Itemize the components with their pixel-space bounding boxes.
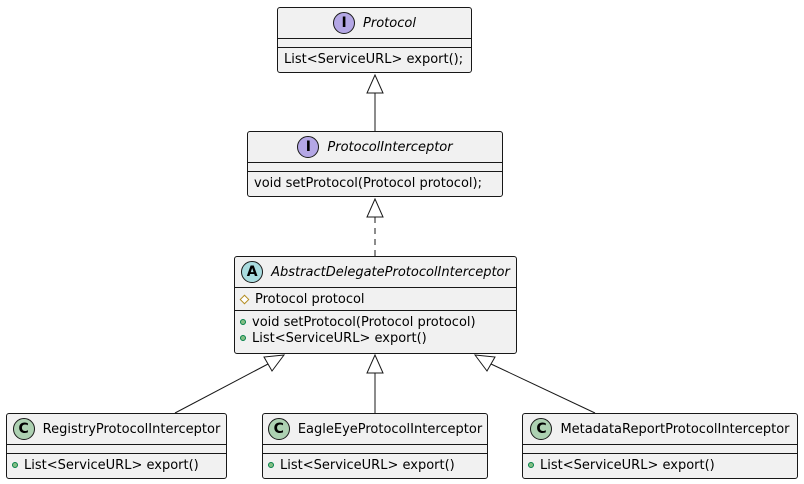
generalization-arrowhead <box>366 73 384 94</box>
generalization-arrowhead <box>366 353 384 374</box>
interface-icon: I <box>297 136 320 158</box>
method: List<ServiceURL> export() <box>12 457 221 473</box>
fields-section: Protocol protocol <box>235 287 516 310</box>
fields-section <box>523 444 797 453</box>
class-eagleeyeprotocolinterceptor[interactable]: C EagleEyeProtocolInterceptor List<Servi… <box>262 413 488 479</box>
generalization-arrowhead <box>473 354 496 372</box>
fields-section <box>7 444 226 453</box>
method: void setProtocol(Protocol protocol) <box>240 314 511 330</box>
fields-section <box>248 162 502 171</box>
public-visibility-icon <box>240 335 246 341</box>
class-registryprotocolinterceptor[interactable]: C RegistryProtocolInterceptor List<Servi… <box>6 413 227 479</box>
methods-section: List<ServiceURL> export(); <box>278 47 471 70</box>
class-header: C EagleEyeProtocolInterceptor <box>263 414 487 444</box>
class-name: EagleEyeProtocolInterceptor <box>297 421 483 437</box>
methods-section: void setProtocol(Protocol protocol); <box>248 171 502 194</box>
method: List<ServiceURL> export() <box>268 457 482 473</box>
class-icon: C <box>530 418 553 440</box>
class-header: C MetadataReportProtocolInterceptor <box>523 414 797 444</box>
class-name: Protocol <box>363 15 416 31</box>
methods-section: List<ServiceURL> export() <box>263 453 487 476</box>
class-header: C RegistryProtocolInterceptor <box>7 414 226 444</box>
class-icon: C <box>12 418 35 440</box>
class-icon: C <box>267 418 290 440</box>
protected-visibility-icon <box>239 294 250 304</box>
abstract-class-icon: A <box>241 261 264 283</box>
method: List<ServiceURL> export() <box>240 330 511 346</box>
methods-section: List<ServiceURL> export() <box>523 453 797 476</box>
method: void setProtocol(Protocol protocol); <box>254 175 482 191</box>
public-visibility-icon <box>12 462 18 468</box>
relation-metadata-extends-abstract <box>490 363 596 414</box>
relation-registry-extends-abstract <box>174 363 269 414</box>
class-name: RegistryProtocolInterceptor <box>42 421 221 437</box>
method: List<ServiceURL> export() <box>528 457 792 473</box>
field: Protocol protocol <box>239 291 511 307</box>
interface-icon: I <box>333 12 356 34</box>
public-visibility-icon <box>528 462 534 468</box>
class-protocol[interactable]: I Protocol List<ServiceURL> export(); <box>277 7 472 73</box>
fields-section <box>263 444 487 453</box>
generalization-arrowhead <box>263 354 286 372</box>
class-name: ProtocolInterceptor <box>327 139 453 155</box>
class-header: I Protocol <box>278 8 471 38</box>
method: List<ServiceURL> export(); <box>284 51 464 67</box>
class-name: AbstractDelegateProtocolInterceptor <box>271 264 510 280</box>
class-name: MetadataReportProtocolInterceptor <box>560 421 790 437</box>
class-metadatareportprotocolinterceptor[interactable]: C MetadataReportProtocolInterceptor List… <box>522 413 798 479</box>
realization-arrowhead <box>366 197 384 218</box>
class-header: A AbstractDelegateProtocolInterceptor <box>235 257 516 287</box>
public-visibility-icon <box>268 462 274 468</box>
class-header: I ProtocolInterceptor <box>248 132 502 162</box>
methods-section: void setProtocol(Protocol protocol) List… <box>235 310 516 349</box>
fields-section <box>278 38 471 47</box>
methods-section: List<ServiceURL> export() <box>7 453 226 476</box>
class-abstractdelegateprotocolinterceptor[interactable]: A AbstractDelegateProtocolInterceptor Pr… <box>234 256 517 354</box>
class-protocolinterceptor[interactable]: I ProtocolInterceptor void setProtocol(P… <box>247 131 503 197</box>
public-visibility-icon <box>240 319 246 325</box>
